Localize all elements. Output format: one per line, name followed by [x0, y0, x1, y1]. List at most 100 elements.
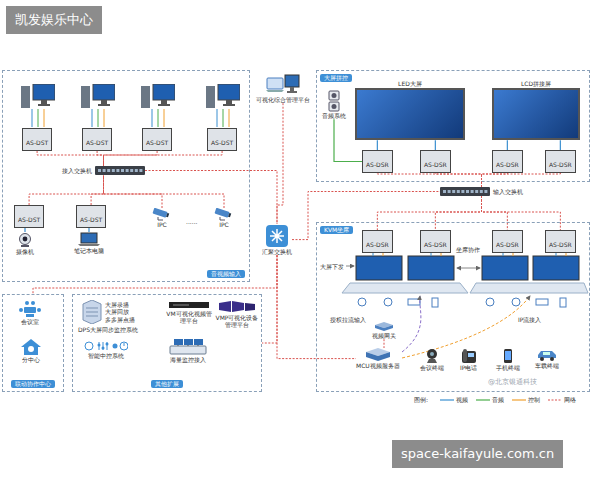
- drawing-part: [21, 339, 41, 355]
- legend-text: 控制: [528, 396, 540, 403]
- cam-icon: [17, 232, 33, 248]
- device-box: AS-DST: [207, 128, 237, 151]
- device-box: AS-DSR: [420, 150, 451, 173]
- icon-node: 视频网关: [372, 322, 396, 339]
- switch-symbol: [95, 166, 145, 175]
- drawing-part: [168, 338, 208, 356]
- drawing-part: [124, 343, 125, 346]
- legend: 视频音频控制网络: [440, 396, 576, 403]
- node-text: 多多屏点播: [105, 316, 135, 323]
- kvm-monitors: [356, 256, 579, 280]
- drawing-part: [173, 305, 189, 306]
- connector: [104, 151, 223, 166]
- drawing-part: [32, 109, 217, 127]
- display-wall: LED大屏: [355, 80, 465, 140]
- drawing-part: [95, 166, 145, 175]
- panel-tag: 其他扩展: [151, 380, 183, 388]
- icon-node: 摄像机: [16, 232, 34, 255]
- drawing-part: [463, 349, 467, 362]
- drawing-part: [214, 208, 229, 218]
- connector: [97, 151, 103, 166]
- drawing-part: [329, 102, 339, 111]
- device-box: AS-DSR: [362, 230, 393, 253]
- drawing-part: [130, 169, 133, 172]
- drawing-part: [482, 256, 528, 280]
- drawing-part: [245, 303, 255, 311]
- node-text: VM可视化视频管理平台: [166, 310, 212, 324]
- device-box: AS-DST: [82, 128, 112, 151]
- node-text: AS-DSR: [366, 241, 389, 248]
- drawing-part: [85, 342, 93, 350]
- drawing-part: [28, 346, 34, 352]
- watermark: @北京银通科技: [488, 378, 537, 386]
- node-text: AS-DSR: [424, 161, 447, 168]
- node-text: IPC: [157, 221, 167, 228]
- drawing-part: [152, 208, 169, 218]
- node-text: AS-DSR: [549, 161, 572, 168]
- drawing-part: [184, 339, 193, 345]
- annotation: 坐席协作: [456, 246, 480, 253]
- branch-icon: [20, 338, 42, 356]
- mgmt-icon: [266, 74, 300, 96]
- icon-node: 智能中控系统: [84, 340, 128, 359]
- drawing-part: [214, 208, 231, 218]
- node-text: 笔记本电脑: [74, 247, 104, 254]
- stream-curve: [402, 296, 421, 352]
- device-box: AS-DST: [14, 205, 44, 228]
- icon-node: 会议室: [18, 300, 42, 325]
- legend-line: [512, 398, 526, 402]
- phone-icon: [461, 348, 477, 364]
- room-icon: [18, 300, 42, 318]
- drawing-part: [18, 300, 42, 318]
- icon-node: 手机终端: [496, 348, 520, 371]
- drawing-part: [476, 399, 490, 400]
- annotation: IP流接入: [518, 316, 541, 323]
- pc-computer: [21, 84, 55, 108]
- drawing-part: [408, 299, 420, 305]
- panel-region: 音视频输入AS-DSTAS-DSTAS-DSTAS-DST接入交换机AS-DST…: [2, 70, 250, 282]
- desk-peripherals: [358, 298, 566, 307]
- drawing-part: [106, 343, 109, 346]
- connector: [377, 196, 481, 230]
- drawing-part: [503, 348, 513, 364]
- icon-node: 会议终端: [420, 348, 444, 371]
- drawing-part: [266, 225, 288, 247]
- drawing-part: [504, 349, 512, 363]
- drawing-part: [440, 399, 454, 400]
- kvm-wires: [373, 242, 566, 256]
- drawing-part: [266, 74, 300, 96]
- device-box: AS-DSR: [545, 230, 576, 253]
- connector: [37, 151, 103, 166]
- drawing-part: [26, 314, 34, 317]
- drawing-part: [457, 190, 460, 193]
- drawing-part: [232, 301, 244, 312]
- hub-icon: [265, 224, 289, 248]
- ipc-icon: [152, 208, 172, 221]
- connector: [262, 255, 277, 343]
- drawing-part: [486, 298, 494, 306]
- connector: [91, 175, 103, 205]
- connector: [482, 173, 561, 187]
- drawing-part: [365, 348, 391, 362]
- drawing-part: [20, 234, 31, 245]
- dps-icon: [82, 300, 102, 324]
- connector: [384, 339, 385, 348]
- conf-icon: [423, 348, 441, 364]
- drawing-part: [169, 300, 209, 310]
- legend-text: 网络: [564, 396, 576, 403]
- drawing-part: [135, 169, 138, 172]
- drawing-part: [23, 237, 28, 242]
- drawing-part: [152, 208, 167, 218]
- drawing-part: [440, 187, 490, 196]
- drawing-part: [219, 301, 231, 312]
- drawing-part: [512, 399, 526, 400]
- icon-node: 海量监控接入: [168, 338, 208, 363]
- drawing-part: [217, 300, 257, 314]
- pc-computer: [81, 84, 115, 108]
- switch-symbol: [440, 187, 490, 196]
- drawing-part: [427, 359, 437, 363]
- node-text: IP电话: [460, 364, 477, 371]
- panel-tag: 联动协作中心: [11, 380, 55, 388]
- node-text: AS-DSR: [366, 161, 389, 168]
